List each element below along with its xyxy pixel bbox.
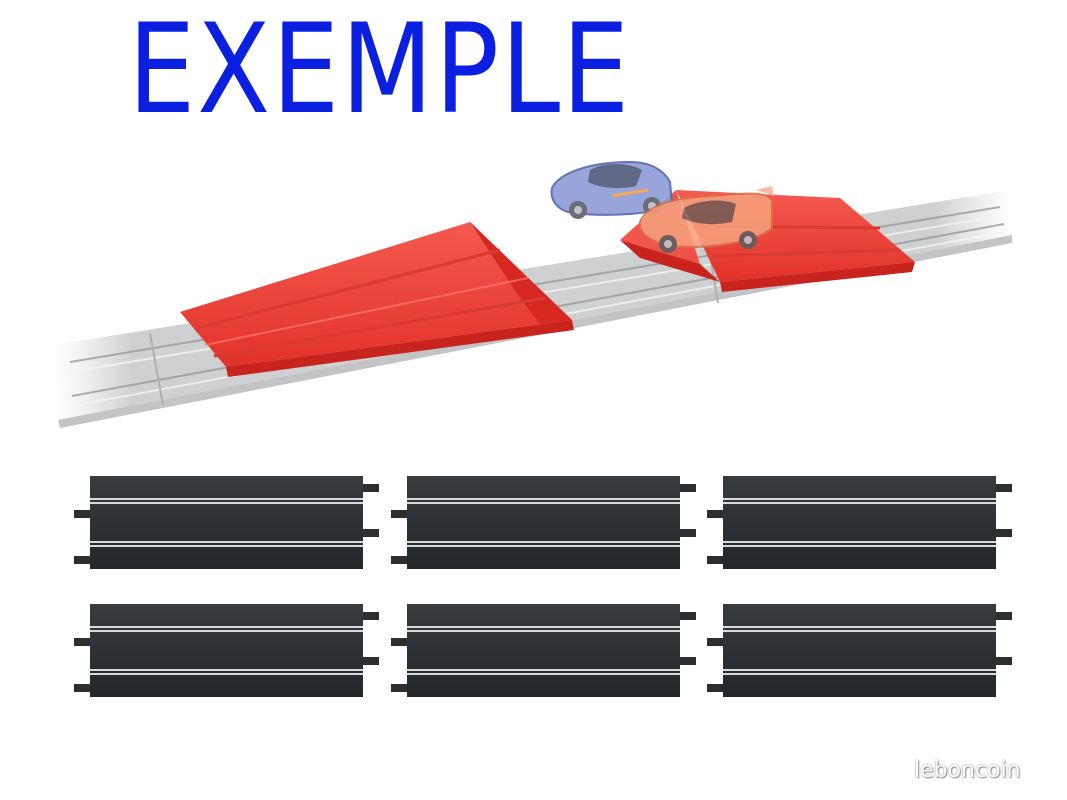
straight-track-piece [707, 604, 1012, 697]
example-heading: EXEMPLE [128, 0, 631, 142]
straight-track-piece [707, 476, 1012, 569]
straight-track-piece [391, 604, 696, 697]
blue-race-car [550, 160, 674, 219]
left-ramp [180, 222, 574, 377]
leboncoin-watermark: leboncoin [914, 758, 1021, 783]
straight-track-piece [74, 604, 379, 697]
straight-track-piece [391, 476, 696, 569]
straight-track-grid [74, 476, 1012, 697]
orange-race-car [638, 186, 774, 253]
straight-track-piece [74, 476, 379, 569]
